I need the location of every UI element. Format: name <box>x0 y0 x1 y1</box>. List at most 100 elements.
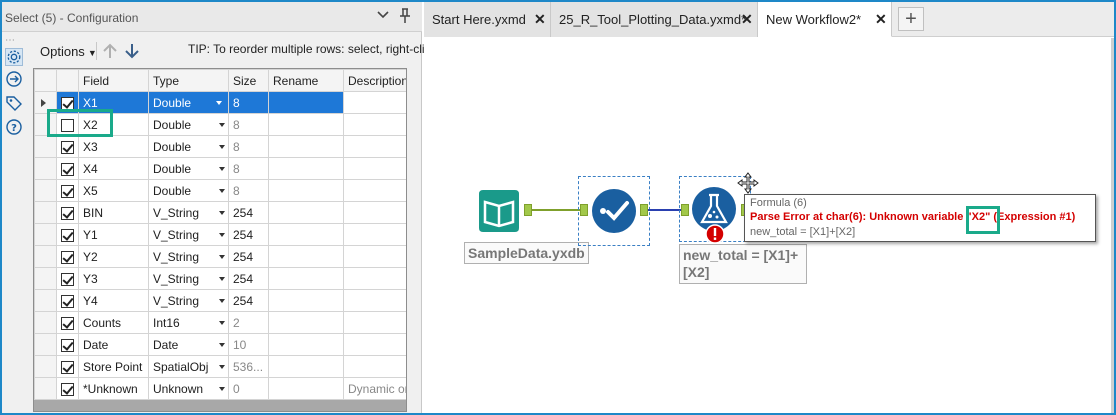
checkbox[interactable] <box>61 96 74 110</box>
column-header-rename[interactable]: Rename <box>268 69 344 92</box>
checkbox[interactable] <box>61 118 74 132</box>
dropdown-arrow-icon[interactable] <box>219 255 225 259</box>
field-rename-cell[interactable] <box>268 289 344 312</box>
checkbox[interactable] <box>61 184 74 198</box>
field-description-cell[interactable] <box>343 179 406 202</box>
field-rename-cell[interactable] <box>268 311 344 334</box>
field-description-cell[interactable] <box>343 333 406 356</box>
field-size-cell[interactable]: 2 <box>228 311 269 334</box>
field-description-cell[interactable] <box>343 267 406 290</box>
field-size-cell[interactable]: 536... <box>228 355 269 378</box>
field-size-cell[interactable]: 8 <box>228 157 269 180</box>
field-name-cell[interactable]: Date <box>78 333 149 356</box>
field-description-cell[interactable] <box>343 289 406 312</box>
field-description-cell[interactable] <box>343 223 406 246</box>
checkbox[interactable] <box>61 338 74 352</box>
field-include-checkbox-cell[interactable] <box>56 135 79 158</box>
checkbox[interactable] <box>61 272 74 286</box>
field-size-cell[interactable]: 254 <box>228 289 269 312</box>
options-dropdown[interactable]: Options▼ <box>34 41 103 63</box>
field-name-cell[interactable]: X2 <box>78 113 149 136</box>
field-name-cell[interactable]: X4 <box>78 157 149 180</box>
field-name-cell[interactable]: BIN <box>78 201 149 224</box>
field-include-checkbox-cell[interactable] <box>56 377 79 400</box>
dropdown-arrow-icon[interactable] <box>219 387 225 391</box>
dropdown-arrow-icon[interactable] <box>219 321 225 325</box>
tab-r-tool-plotting[interactable]: 25_R_Tool_Plotting_Data.yxmd* ✕ <box>551 2 758 37</box>
gear-icon[interactable] <box>5 48 23 66</box>
close-icon[interactable]: ✕ <box>534 11 546 27</box>
row-header[interactable] <box>34 289 57 312</box>
field-name-cell[interactable]: Store Point <box>78 355 149 378</box>
column-header-size[interactable]: Size <box>228 69 269 92</box>
field-description-cell[interactable] <box>343 355 406 378</box>
field-description-cell[interactable] <box>343 157 406 180</box>
field-name-cell[interactable]: X3 <box>78 135 149 158</box>
field-name-cell[interactable]: X1 <box>78 91 149 114</box>
input-data-tool-icon[interactable] <box>475 188 523 234</box>
field-description-cell[interactable] <box>343 201 406 224</box>
field-size-cell[interactable]: 8 <box>228 113 269 136</box>
chevron-down-icon[interactable] <box>376 8 390 22</box>
formula-input-anchor[interactable] <box>681 204 689 216</box>
help-icon[interactable]: ? <box>5 118 23 136</box>
row-header[interactable] <box>34 201 57 224</box>
row-header[interactable] <box>34 157 57 180</box>
field-size-cell[interactable]: 8 <box>228 135 269 158</box>
column-header-type[interactable]: Type <box>148 69 229 92</box>
field-name-cell[interactable]: *Unknown <box>78 377 149 400</box>
field-type-cell[interactable]: Date <box>148 333 229 356</box>
close-icon[interactable]: ✕ <box>741 11 753 27</box>
field-name-cell[interactable]: X5 <box>78 179 149 202</box>
tab-new-workflow2[interactable]: New Workflow2* ✕ <box>758 2 892 37</box>
field-name-cell[interactable]: Y3 <box>78 267 149 290</box>
field-size-cell[interactable]: 8 <box>228 179 269 202</box>
dropdown-arrow-icon[interactable] <box>219 145 225 149</box>
field-type-cell[interactable]: V_String <box>148 201 229 224</box>
checkbox[interactable] <box>61 228 74 242</box>
row-header[interactable] <box>34 311 57 334</box>
row-header[interactable] <box>34 179 57 202</box>
field-description-cell[interactable] <box>343 91 406 114</box>
field-include-checkbox-cell[interactable] <box>56 267 79 290</box>
column-header-description[interactable]: Description <box>343 69 406 92</box>
checkbox[interactable] <box>61 162 74 176</box>
field-rename-cell[interactable] <box>268 157 344 180</box>
field-rename-cell[interactable] <box>268 113 344 136</box>
select-output-anchor[interactable] <box>640 204 648 216</box>
input-output-anchor[interactable] <box>524 204 532 216</box>
checkbox[interactable] <box>61 294 74 308</box>
field-type-cell[interactable]: Int16 <box>148 311 229 334</box>
field-type-cell[interactable]: Double <box>148 179 229 202</box>
move-down-arrow-icon[interactable] <box>124 42 140 60</box>
dropdown-arrow-icon[interactable] <box>219 189 225 193</box>
checkbox[interactable] <box>61 316 74 330</box>
field-type-cell[interactable]: V_String <box>148 267 229 290</box>
canvas-scrollbar[interactable] <box>1111 38 1114 413</box>
field-size-cell[interactable]: 254 <box>228 223 269 246</box>
field-rename-cell[interactable] <box>268 135 344 158</box>
field-type-cell[interactable]: V_String <box>148 289 229 312</box>
field-type-cell[interactable]: Double <box>148 113 229 136</box>
field-include-checkbox-cell[interactable] <box>56 201 79 224</box>
field-include-checkbox-cell[interactable] <box>56 311 79 334</box>
row-header[interactable] <box>34 91 57 114</box>
dropdown-arrow-icon[interactable] <box>219 299 225 303</box>
field-rename-cell[interactable] <box>268 333 344 356</box>
field-name-cell[interactable]: Y4 <box>78 289 149 312</box>
field-include-checkbox-cell[interactable] <box>56 245 79 268</box>
add-tab-button[interactable]: + <box>898 7 924 31</box>
field-type-cell[interactable]: V_String <box>148 223 229 246</box>
checkbox[interactable] <box>61 206 74 220</box>
field-rename-cell[interactable] <box>268 179 344 202</box>
formula-tool-icon[interactable] <box>690 186 738 232</box>
field-rename-cell[interactable] <box>268 377 344 400</box>
field-size-cell[interactable]: 10 <box>228 333 269 356</box>
